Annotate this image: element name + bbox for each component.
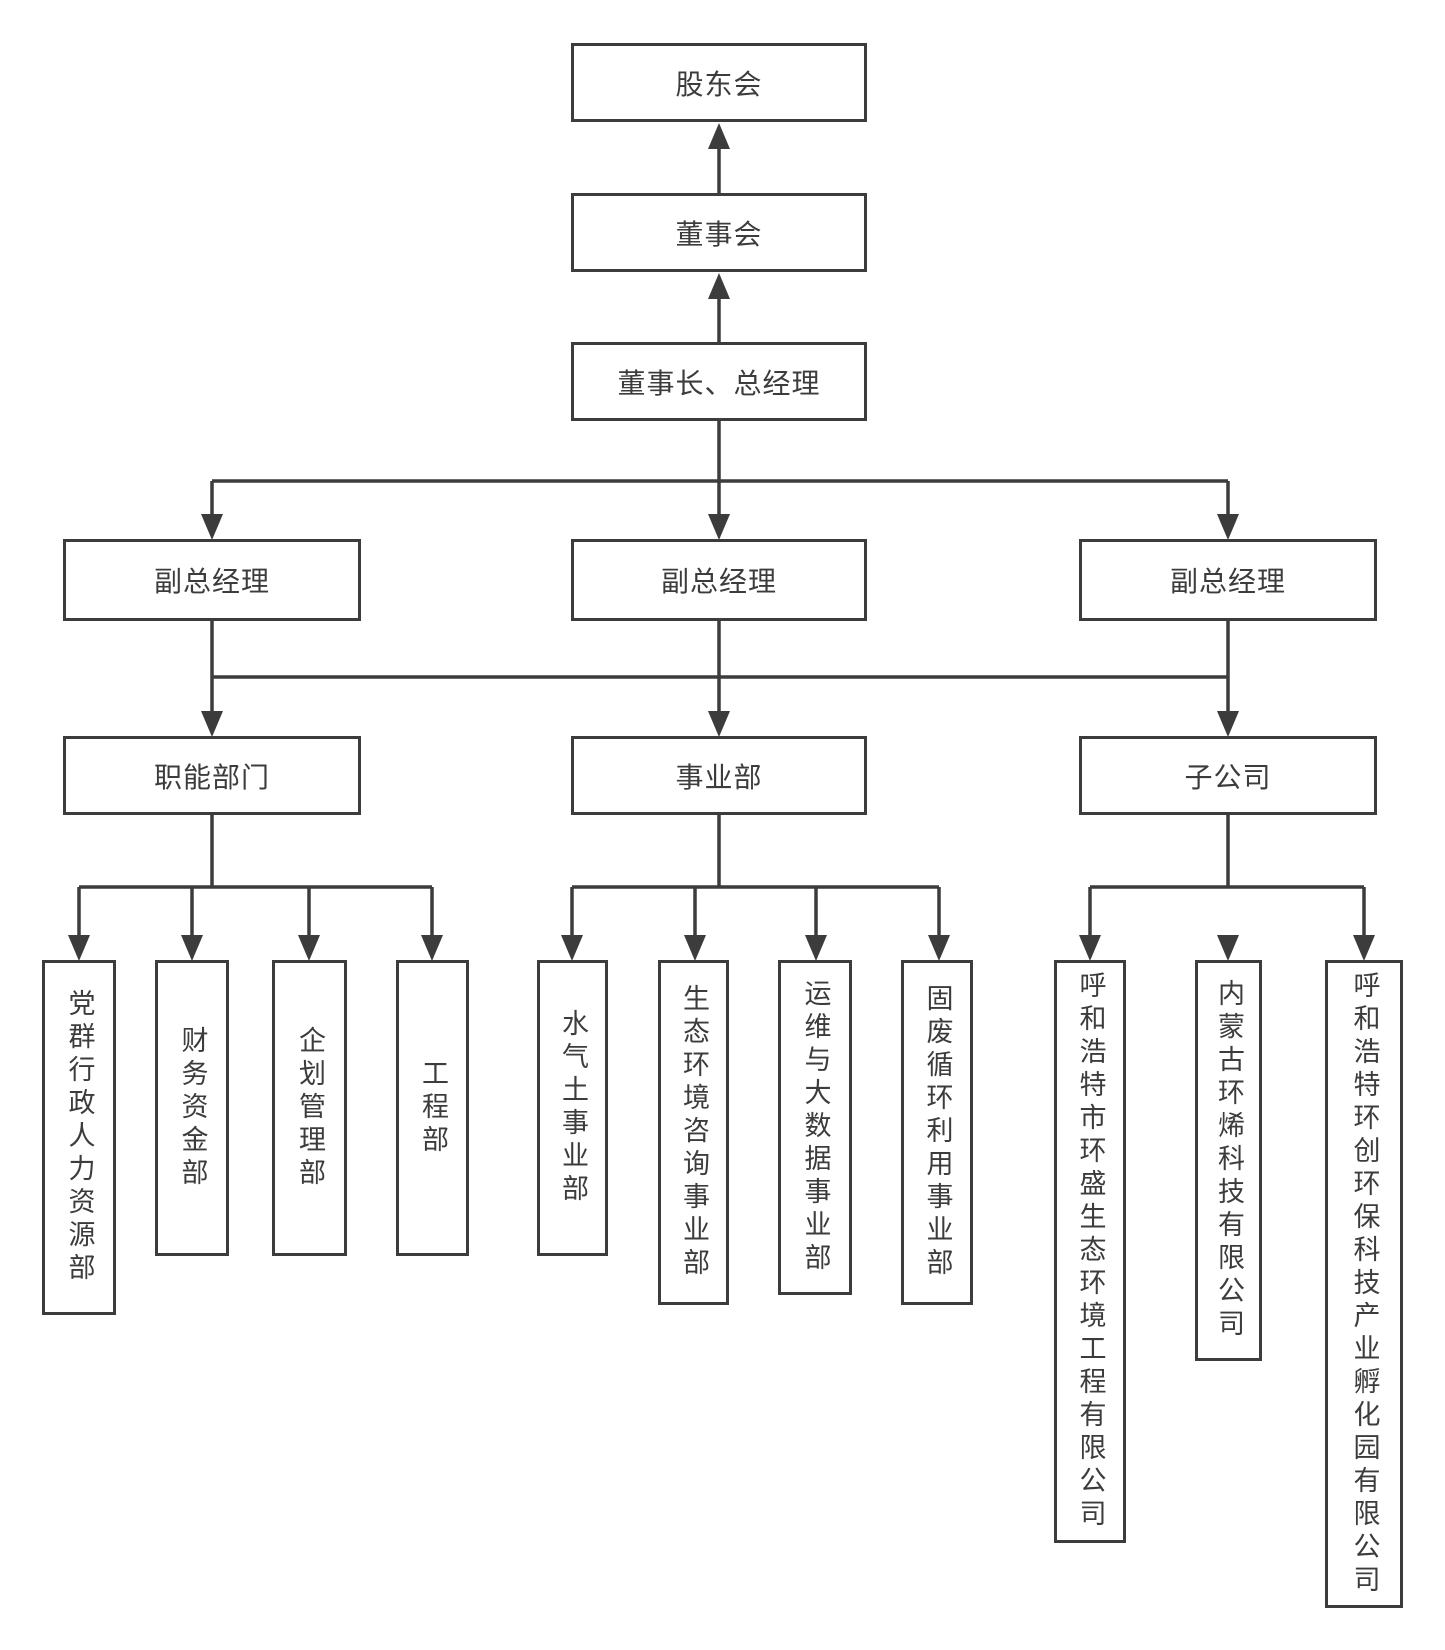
arrow-chairman-to-board: [708, 273, 730, 342]
tree-deputies-to-groups: [201, 621, 1239, 737]
box-dept-engineering: 工程部: [396, 960, 469, 1256]
box-dept-party-admin-hr: 党群行政人力资源部: [42, 960, 116, 1315]
box-sub-huanchuang-incubator-park: 呼和浩特环创环保科技产业孵化园有限公司: [1325, 960, 1403, 1608]
box-deputy-gm-3: 副总经理: [1079, 539, 1377, 621]
tree-chairman-to-deputies: [201, 421, 1239, 540]
box-dept-finance-funds: 财务资金部: [155, 960, 229, 1256]
arrow-board-to-shareholders: [708, 123, 730, 193]
box-functional-departments: 职能部门: [63, 736, 361, 815]
box-board-of-directors: 董事会: [571, 193, 867, 272]
tree-business-units: [561, 815, 950, 961]
tree-subsidiaries: [1079, 815, 1375, 961]
tree-functional-departments: [68, 815, 443, 961]
box-chairman-general-manager: 董事长、总经理: [571, 342, 867, 421]
box-dept-planning-management: 企划管理部: [272, 960, 347, 1256]
box-shareholders-meeting: 股东会: [571, 43, 867, 122]
box-deputy-gm-2: 副总经理: [571, 539, 867, 621]
box-subsidiaries: 子公司: [1079, 736, 1377, 815]
box-bu-water-air-soil: 水气土事业部: [537, 960, 608, 1256]
box-sub-huanxi-technology: 内蒙古环烯科技有限公司: [1195, 960, 1262, 1361]
box-bu-eco-environment-consulting: 生态环境咨询事业部: [658, 960, 729, 1305]
box-bu-solid-waste-recycling: 固废循环利用事业部: [901, 960, 973, 1305]
box-bu-operations-bigdata: 运维与大数据事业部: [778, 960, 852, 1295]
box-sub-huansheng-eco-engineering: 呼和浩特市环盛生态环境工程有限公司: [1054, 960, 1126, 1543]
box-deputy-gm-1: 副总经理: [63, 539, 361, 621]
box-business-division: 事业部: [571, 736, 867, 815]
